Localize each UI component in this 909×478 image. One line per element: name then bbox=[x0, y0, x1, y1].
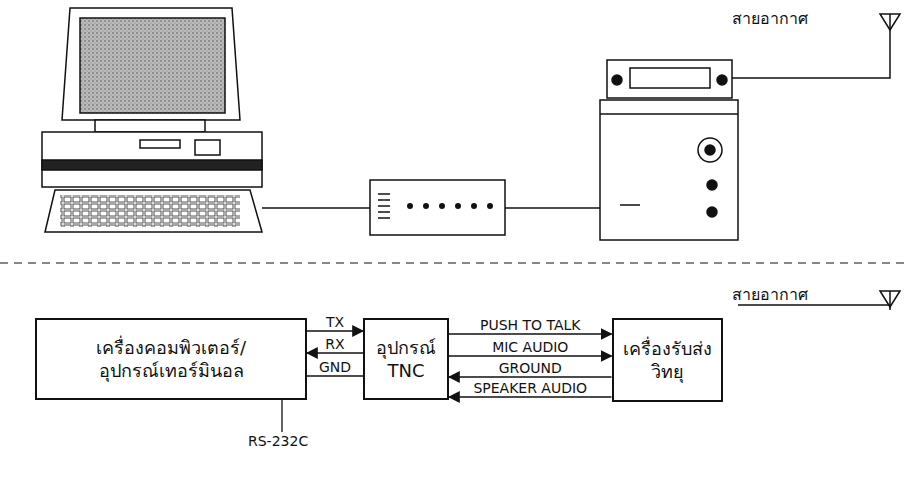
signal-name: RX bbox=[323, 337, 346, 352]
block-box: เครื่องคอมพิวเตอร์/ อุปกรณ์เทอร์มินอล bbox=[35, 318, 307, 400]
antenna-label: สายอากาศ bbox=[730, 10, 810, 28]
signal-name: MIC AUDIO bbox=[490, 340, 570, 355]
radio-illustration bbox=[600, 60, 738, 240]
signal-name: GND bbox=[317, 360, 353, 375]
tnc-leds bbox=[407, 203, 493, 209]
signal-line bbox=[307, 352, 363, 354]
antenna-label: สายอากาศ bbox=[730, 286, 810, 304]
signal-line bbox=[449, 396, 612, 398]
signal-name: SPEAKER AUDIO bbox=[471, 381, 589, 396]
computer-illustration bbox=[42, 8, 262, 232]
signal-name: PUSH TO TALK bbox=[478, 318, 583, 333]
signal-line bbox=[449, 376, 612, 378]
block-label: อุปกรณ์ TNC bbox=[371, 336, 441, 383]
cable bbox=[262, 28, 890, 310]
block-box: อุปกรณ์ TNC bbox=[363, 318, 449, 400]
signal-line bbox=[307, 375, 363, 377]
signal-name: GROUND bbox=[497, 361, 564, 376]
signal-line bbox=[307, 330, 363, 332]
block-box: เครื่องรับส่ง วิทยุ bbox=[612, 318, 723, 402]
signal-name: TX bbox=[324, 315, 346, 330]
interface-label: RS-232C bbox=[246, 434, 310, 449]
signal-line bbox=[449, 355, 612, 357]
separator-line bbox=[0, 262, 909, 263]
block-label: เครื่องรับส่ง วิทยุ bbox=[620, 337, 715, 384]
tnc-illustration bbox=[370, 180, 505, 235]
block-label: เครื่องคอมพิวเตอร์/ อุปกรณ์เทอร์มินอล bbox=[64, 336, 279, 383]
signal-line bbox=[449, 333, 612, 335]
